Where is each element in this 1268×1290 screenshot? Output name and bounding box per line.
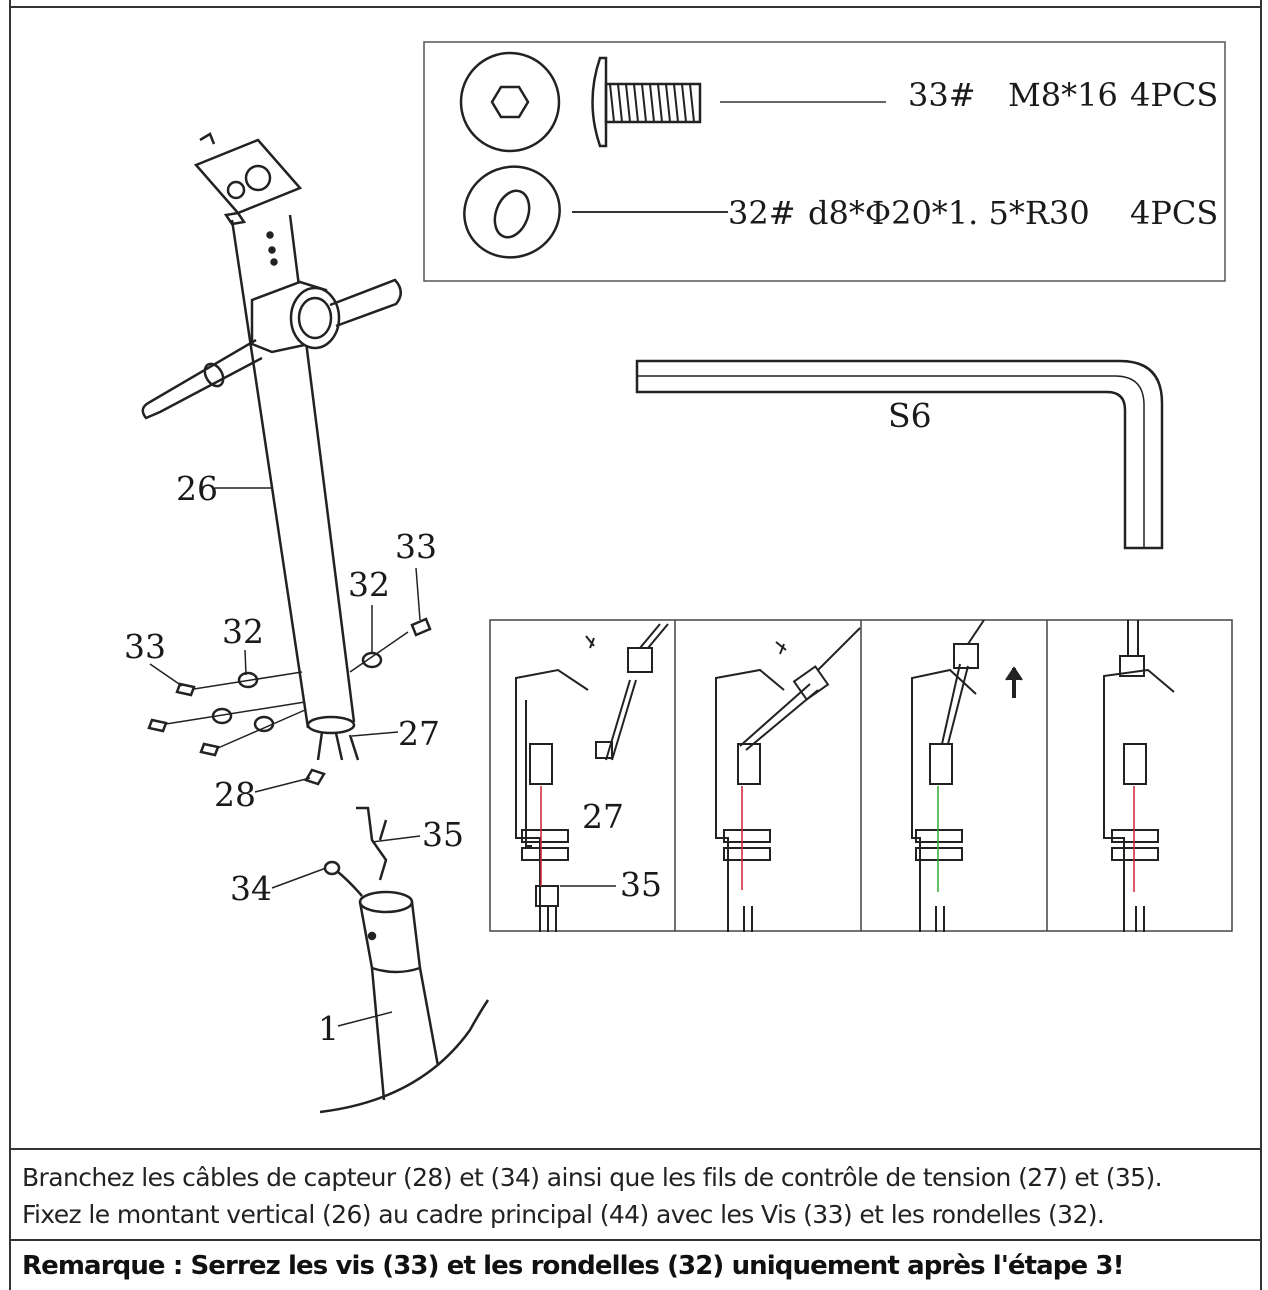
label-35: 35 [422, 815, 464, 854]
top-divider [9, 6, 1262, 8]
cable-step-3 [911, 619, 1023, 932]
upright-post-drawing [141, 132, 402, 786]
washer-icon [463, 165, 561, 259]
assembly-illustration: 33# M8*16 4PCS 32# d8*Φ20*1. 5*R30 4PCS … [124, 41, 1233, 1114]
cable-step-4 [1103, 620, 1175, 932]
label-34: 34 [230, 869, 272, 908]
note-text: Remarque : Serrez les vis (33) et les ro… [22, 1251, 1124, 1281]
hardware-32-code: 32# [728, 194, 796, 232]
label-28: 28 [214, 775, 256, 814]
bolt-side-icon [591, 56, 702, 148]
main-frame-drawing [319, 806, 490, 1114]
text-divider-bottom [9, 1239, 1262, 1241]
label-33-left: 33 [124, 627, 166, 666]
hardware-33-qty: 4PCS [1130, 76, 1218, 114]
label-1: 1 [318, 1009, 339, 1048]
hardware-32-size: d8*Φ20*1. 5*R30 [808, 194, 1090, 232]
page-frame [9, 0, 1262, 1290]
allen-key-s6: S6 [635, 359, 1164, 550]
allen-key-label: S6 [888, 396, 932, 435]
instruction-line-1: Branchez les câbles de capteur (28) et (… [22, 1163, 1163, 1192]
hardware-panel: 33# M8*16 4PCS 32# d8*Φ20*1. 5*R30 4PCS [423, 41, 1226, 282]
screws-washers-left [147, 567, 432, 757]
hardware-33-size: M8*16 [1008, 76, 1118, 114]
step-label-35: 35 [620, 865, 662, 904]
hardware-32-qty: 4PCS [1130, 194, 1218, 232]
instruction-line-2: Fixez le montant vertical (26) au cadre … [22, 1200, 1105, 1229]
cable-connection-steps: 27 35 [489, 619, 1233, 932]
cable-step-1 [515, 623, 669, 932]
text-divider-top [9, 1148, 1262, 1150]
label-26: 26 [176, 469, 218, 508]
bolt-head-icon [459, 51, 561, 153]
label-33-right: 33 [395, 527, 437, 566]
label-32-left: 32 [222, 612, 264, 651]
hardware-33-code: 33# [908, 76, 976, 114]
label-27: 27 [398, 714, 440, 753]
label-32-right: 32 [348, 565, 390, 604]
cable-step-2 [715, 627, 861, 932]
step-label-27: 27 [582, 797, 624, 836]
